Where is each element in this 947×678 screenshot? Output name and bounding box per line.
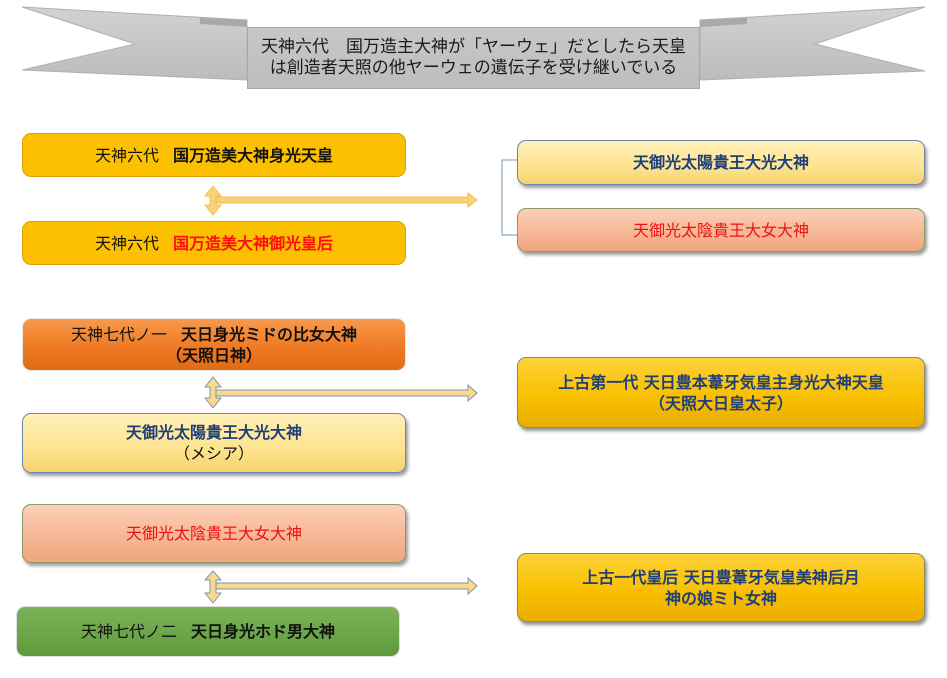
deity-name: 天日身光ミドの比女大神 bbox=[181, 324, 358, 344]
deity-name: 天御光太陰貴王大女大神 bbox=[632, 220, 809, 240]
deity-name: 天日身光ホド男大神 bbox=[191, 622, 336, 641]
title-banner: 天神六代 国万造主大神が「ヤーウェ」だとしたら天皇 は創造者天照の他ヤーウェの遺… bbox=[247, 27, 700, 89]
banner-line-1: 天神六代 国万造主大神が「ヤーウェ」だとしたら天皇 bbox=[261, 37, 686, 57]
arrow-group2 bbox=[203, 376, 478, 409]
box-amaterasu: 天神七代ノ一天日身光ミドの比女大神 （天照日神） bbox=[22, 318, 406, 371]
box-first-empress: 上古一代皇后 天日豊葦牙気皇美神后月 神の娘ミト女神 bbox=[517, 553, 925, 622]
deity-subtitle: （天照日神） bbox=[165, 345, 262, 365]
deity-name: 国万造美大神御光皇后 bbox=[173, 233, 334, 253]
empress-name: 上古一代皇后 天日豊葦牙気皇美神后月 bbox=[582, 567, 860, 587]
deity-name: 天御光太陽貴王大光大神 bbox=[125, 423, 302, 442]
box-sun-deity: 天御光太陽貴王大光大神 bbox=[517, 140, 925, 185]
arrow-group1 bbox=[203, 185, 478, 216]
box-moon-deity: 天御光太陰貴王大女大神 bbox=[517, 208, 925, 252]
deity-name: 国万造美大神身光天皇 bbox=[173, 145, 334, 165]
banner-left-tail bbox=[21, 6, 248, 81]
bracket-line bbox=[501, 159, 517, 236]
banner-right-tail bbox=[699, 6, 926, 81]
box-emperor-6th: 天神六代国万造美大神身光天皇 bbox=[22, 133, 406, 177]
generation-label: 天神七代ノ一 bbox=[70, 324, 167, 344]
emperor-name: 上古第一代 天日豊本葦牙気皇主身光大神天皇 bbox=[558, 372, 884, 392]
generation-label: 天神七代ノ二 bbox=[80, 622, 177, 641]
box-moon-deity-2: 天御光太陰貴王大女大神 bbox=[22, 504, 406, 563]
generation-label: 天神六代 bbox=[94, 145, 159, 165]
arrow-group3 bbox=[203, 570, 478, 604]
box-empress-6th: 天神六代国万造美大神御光皇后 bbox=[22, 221, 406, 265]
deity-name: 天御光太陽貴王大光大神 bbox=[632, 153, 809, 172]
emperor-subtitle: （天照大日皇太子） bbox=[648, 393, 793, 413]
generation-label: 天神六代 bbox=[94, 233, 159, 253]
box-messiah: 天御光太陽貴王大光大神 （メシア） bbox=[22, 413, 406, 473]
empress-subtitle: 神の娘ミト女神 bbox=[664, 588, 777, 608]
deity-subtitle: （メシア） bbox=[173, 444, 254, 463]
deity-name: 天御光太陰貴王大女大神 bbox=[125, 524, 302, 543]
box-first-emperor: 上古第一代 天日豊本葦牙気皇主身光大神天皇 （天照大日皇太子） bbox=[517, 357, 925, 428]
box-hodo-male-deity: 天神七代ノ二天日身光ホド男大神 bbox=[16, 606, 400, 657]
banner-line-2: は創造者天照の他ヤーウェの遺伝子を受け継いでいる bbox=[269, 58, 678, 78]
